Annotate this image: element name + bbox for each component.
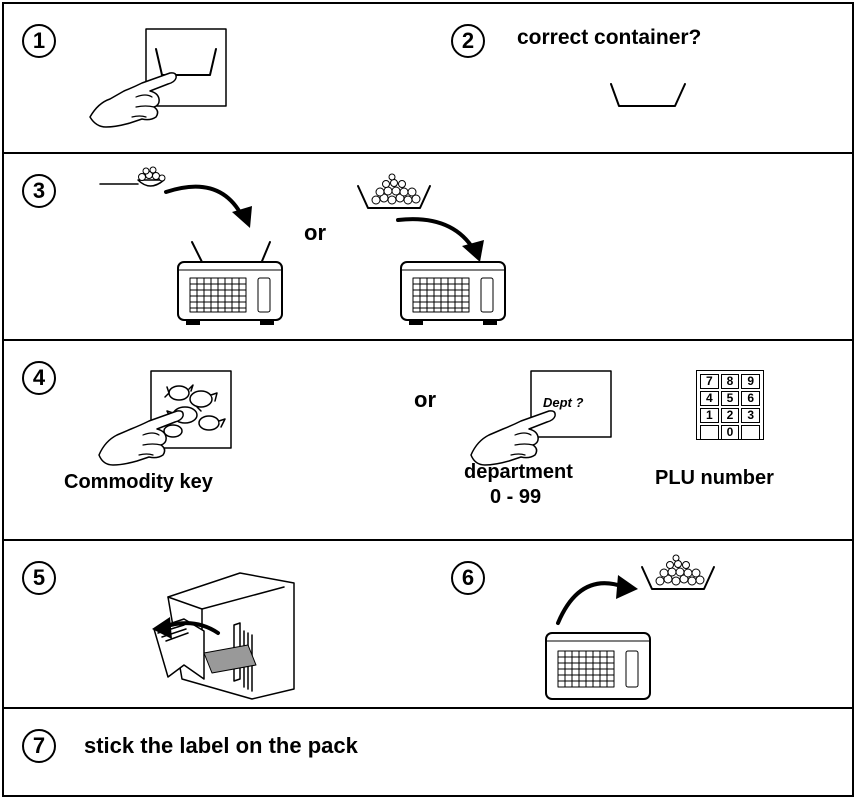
container-key-press-illustration [89,28,227,128]
container-to-scale-illustration [357,173,484,262]
arrow-icon [152,617,220,639]
keypad-key [700,425,719,440]
step-2-caption: correct container? [517,26,702,49]
commodity-key-label: Commodity key [64,471,213,493]
department-key-press-illustration: Dept ? [470,370,612,466]
scale-icon [400,261,506,325]
arrow-icon [556,575,638,625]
keypad-key: 5 [720,391,740,406]
keypad-key: 6 [741,391,760,406]
step-7-number: 7 [22,729,56,763]
keypad-key: 4 [700,391,719,406]
row-step-4: 4 Commodity key or Dept ? [4,341,852,541]
keypad-key: 3 [741,408,760,423]
department-label-line2: 0 - 99 [490,486,542,508]
step-4-number: 4 [22,361,56,395]
step-3-number: 3 [22,174,56,208]
keypad-key: 9 [741,374,760,389]
step-5-number: 5 [22,561,56,595]
plu-number-label: PLU number [655,467,774,489]
step-4-or-label: or [414,387,436,412]
arrow-icon [164,184,252,228]
step-1-number: 1 [22,24,56,58]
department-key-icon: Dept ? [530,370,612,438]
filled-container-icon [641,554,715,590]
keypad-key: 2 [720,408,740,423]
dept-screen-text: Dept ? [543,395,584,410]
row-steps-5-6: 5 6 [4,541,852,709]
step-7-caption: stick the label on the pack [84,733,358,758]
container-icon [610,83,686,107]
keypad-key: 7 [700,374,719,389]
keypad-key: 8 [720,374,740,389]
scoop-icon [99,166,166,187]
commodity-key-press-illustration [98,370,232,466]
container-key-icon [145,28,227,107]
row-step-7: 7 stick the label on the pack [4,709,852,799]
filled-container-icon [357,173,431,209]
row-step-3: 3 [4,154,852,341]
keypad-key: 1 [700,408,719,423]
pointing-hand-icon [470,410,556,466]
step-6-number: 6 [451,561,485,595]
pointing-hand-icon [98,410,184,466]
plu-keypad-icon: 7 8 9 4 5 6 1 2 3 0 [696,370,764,440]
arrow-icon [396,217,484,262]
printed-label [203,644,257,674]
scale-to-container-illustration [556,554,715,625]
keypad-key: 0 [720,425,740,440]
keypad-key [741,425,760,440]
pointing-hand-icon [89,72,177,128]
row-steps-1-2: 1 2 correct container? [4,4,852,154]
label-printer-icon [152,572,295,700]
scale-icon [545,632,651,700]
department-label-line1: department [464,461,573,483]
scale-icon [177,261,283,325]
step-3-or-label: or [304,220,326,245]
step-2-number: 2 [451,24,485,58]
